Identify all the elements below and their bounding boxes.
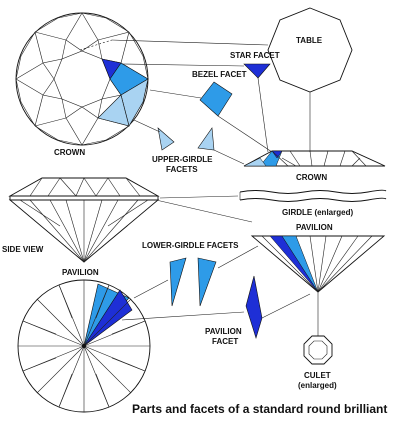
pavilion-profile-lower-girdle-highlight (281, 235, 319, 293)
table-detail: TABLE (111, 7, 353, 152)
pavilion-leader (155, 199, 253, 223)
bezel-facet-shape (199, 81, 233, 117)
upper-girdle-leader-1 (133, 119, 161, 133)
diagram-caption: Parts and facets of a standard round bri… (132, 402, 387, 416)
side-view-girdle (9, 195, 159, 201)
girdle-top-edge (239, 189, 387, 194)
pavilion-facet-leader-1 (121, 311, 245, 321)
pavilion-culet-point (82, 344, 86, 348)
side-view-facet-lines (19, 177, 149, 263)
pavilion-profile-facet-lines (261, 235, 373, 293)
pavilion-facet-label-1: PAVILION (205, 327, 242, 336)
pavilion-facet-shape (245, 275, 263, 340)
pavilion-main-facet-highlight (83, 289, 133, 347)
table-label: TABLE (296, 36, 323, 45)
lower-girdle-facets-detail: LOWER-GIRDLE FACETS (133, 241, 259, 307)
lower-girdle-leader-1 (133, 279, 169, 299)
bezel-facet-leader (149, 89, 202, 99)
table-dashed-pointer (79, 39, 113, 51)
pavilion-bottom-label: PAVILION (62, 268, 99, 277)
crown-top-label: CROWN (54, 148, 85, 157)
star-facet-to-profile (257, 77, 269, 153)
culet-inner-octagon (308, 340, 328, 360)
crown-profile-star-highlight (271, 150, 283, 159)
star-facet-label: STAR FACET (230, 51, 280, 60)
girdle-leader (159, 195, 239, 199)
pavilion-facet-detail: PAVILION FACET (121, 275, 311, 346)
culet-detail: CULET (enlarged) (298, 335, 337, 390)
star-facet-leader (121, 63, 245, 67)
bezel-facet-to-profile (217, 115, 273, 153)
lower-girdle-label: LOWER-GIRDLE FACETS (142, 241, 239, 250)
upper-girdle-leader-2 (213, 149, 245, 165)
lower-girdle-facet-right (197, 257, 217, 307)
table-leader-line (111, 39, 269, 46)
pavilion-profile: PAVILION (250, 223, 386, 336)
crown-profile-facet-lines (271, 150, 367, 167)
girdle-enlarged: GIRDLE (enlarged) (239, 189, 387, 217)
bezel-facet-detail: BEZEL FACET (149, 70, 273, 153)
side-view: SIDE VIEW (2, 177, 253, 263)
crown-top-view: CROWN (15, 12, 149, 157)
upper-girdle-label-1: UPPER-GIRDLE (152, 155, 213, 164)
crown-upper-girdle-highlight-2 (97, 94, 130, 127)
side-view-crown (8, 177, 160, 197)
girdle-bottom-edge (239, 197, 387, 202)
culet-label-1: CULET (304, 371, 331, 380)
culet-label-2: (enlarged) (298, 381, 337, 390)
girdle-label: GIRDLE (enlarged) (282, 208, 353, 217)
upper-girdle-facet-left (157, 127, 175, 151)
pavilion-profile-outline (250, 235, 386, 293)
bezel-facet-label: BEZEL FACET (192, 70, 247, 79)
upper-girdle-facets-detail: UPPER-GIRDLE FACETS (133, 119, 245, 174)
pavilion-bottom-view: PAVILION (17, 268, 151, 413)
table-octagon (267, 7, 353, 93)
crown-star-ring (42, 39, 122, 119)
pavilion-facet-label-2: FACET (212, 337, 238, 346)
side-view-label: SIDE VIEW (2, 245, 44, 254)
culet-octagon (303, 335, 333, 365)
crown-table-octagon (53, 50, 111, 108)
crown-profile-label: CROWN (296, 173, 327, 182)
lower-girdle-leader-2 (217, 245, 259, 269)
upper-girdle-label-2: FACETS (166, 165, 198, 174)
crown-profile-upper-girdle-highlight (243, 157, 267, 167)
lower-girdle-facet-left (169, 257, 187, 307)
star-facet-detail: STAR FACET (121, 51, 280, 153)
pavilion-bottom-facet-lines (18, 280, 150, 412)
crown-profile: CROWN (243, 150, 386, 182)
star-facet-shape (243, 63, 271, 79)
upper-girdle-facet-right (197, 127, 215, 151)
pavilion-profile-label: PAVILION (296, 223, 333, 232)
pavilion-facet-leader-2 (261, 293, 311, 319)
